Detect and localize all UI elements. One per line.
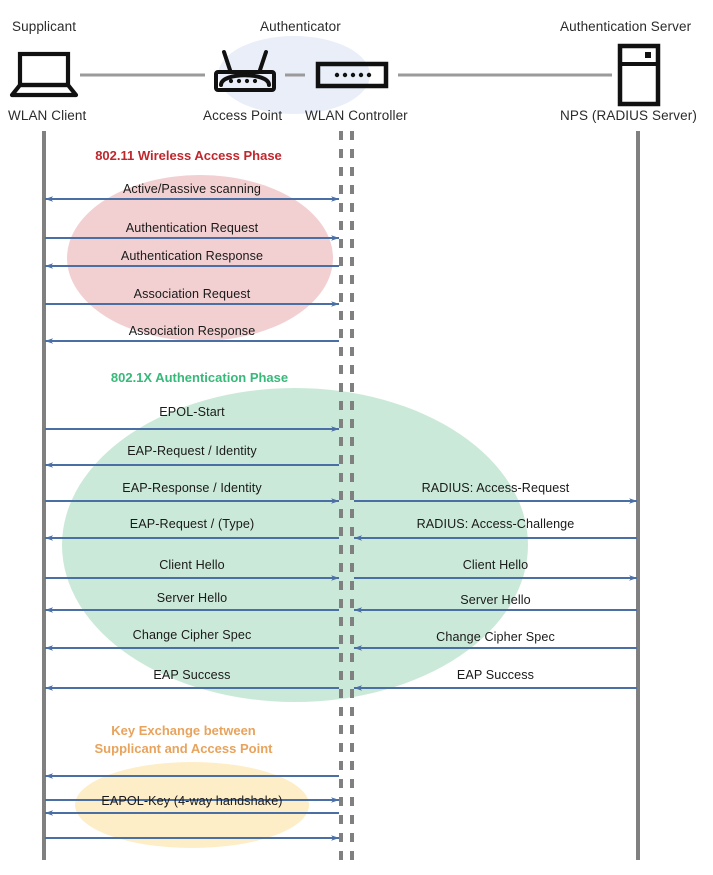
msg-label-eap-success-left: EAP Success <box>153 668 231 682</box>
msg-label-association-response: Association Response <box>128 324 256 338</box>
phase-title-802-1x: 802.1X Authentication Phase <box>110 370 289 385</box>
node-label-access-point: Access Point <box>203 108 283 123</box>
msg-label-eap-request-identity: EAP-Request / Identity <box>127 444 257 458</box>
msg-label-change-cipher-spec-left: Change Cipher Spec <box>132 628 252 642</box>
msg-label-association-request: Association Request <box>133 287 251 301</box>
wireless-router-icon <box>214 50 276 92</box>
msg-label-eapol-key: EAPOL-Key (4-way handshake) <box>101 794 283 808</box>
msg-label-server-hello-left: Server Hello <box>156 591 228 605</box>
phase-title-key-exchange-line1: Key Exchange between <box>111 723 256 738</box>
msg-label-client-hello-right: Client Hello <box>462 558 529 572</box>
phase-802-11-ellipse <box>67 175 333 341</box>
msg-label-eap-request-type: EAP-Request / (Type) <box>129 517 255 531</box>
msg-label-eapol-start: EPOL-Start <box>159 405 225 419</box>
phase-802-1x-ellipse <box>62 388 528 702</box>
msg-label-change-cipher-spec-right: Change Cipher Spec <box>436 630 555 644</box>
node-label-nps-radius-server: NPS (RADIUS Server) <box>560 108 697 123</box>
msg-label-active-passive-scanning: Active/Passive scanning <box>122 182 262 196</box>
msg-label-radius-access-challenge: RADIUS: Access-Challenge <box>416 517 575 531</box>
role-label-supplicant: Supplicant <box>12 19 77 34</box>
msg-label-radius-access-request: RADIUS: Access-Request <box>421 481 570 495</box>
msg-label-server-hello-right: Server Hello <box>460 593 531 607</box>
role-label-authenticator: Authenticator <box>260 19 341 34</box>
msg-label-eap-response-identity: EAP-Response / Identity <box>122 481 262 495</box>
phase-title-802-11: 802.11 Wireless Access Phase <box>95 148 282 163</box>
msg-label-authentication-response: Authentication Response <box>120 249 264 263</box>
phase-key-exchange-ellipse <box>75 762 309 848</box>
laptop-icon <box>9 51 79 98</box>
server-tower-icon <box>617 43 661 107</box>
controller-icon <box>315 61 389 89</box>
role-label-authentication-server: Authentication Server <box>560 19 692 34</box>
node-label-wlan-controller: WLAN Controller <box>305 108 408 123</box>
node-label-wlan-client: WLAN Client <box>8 108 87 123</box>
phase-title-key-exchange-line2: Supplicant and Access Point <box>94 741 273 756</box>
msg-label-authentication-request: Authentication Request <box>125 221 259 235</box>
msg-label-eap-success-right: EAP Success <box>456 668 535 682</box>
msg-label-client-hello-left: Client Hello <box>159 558 225 572</box>
